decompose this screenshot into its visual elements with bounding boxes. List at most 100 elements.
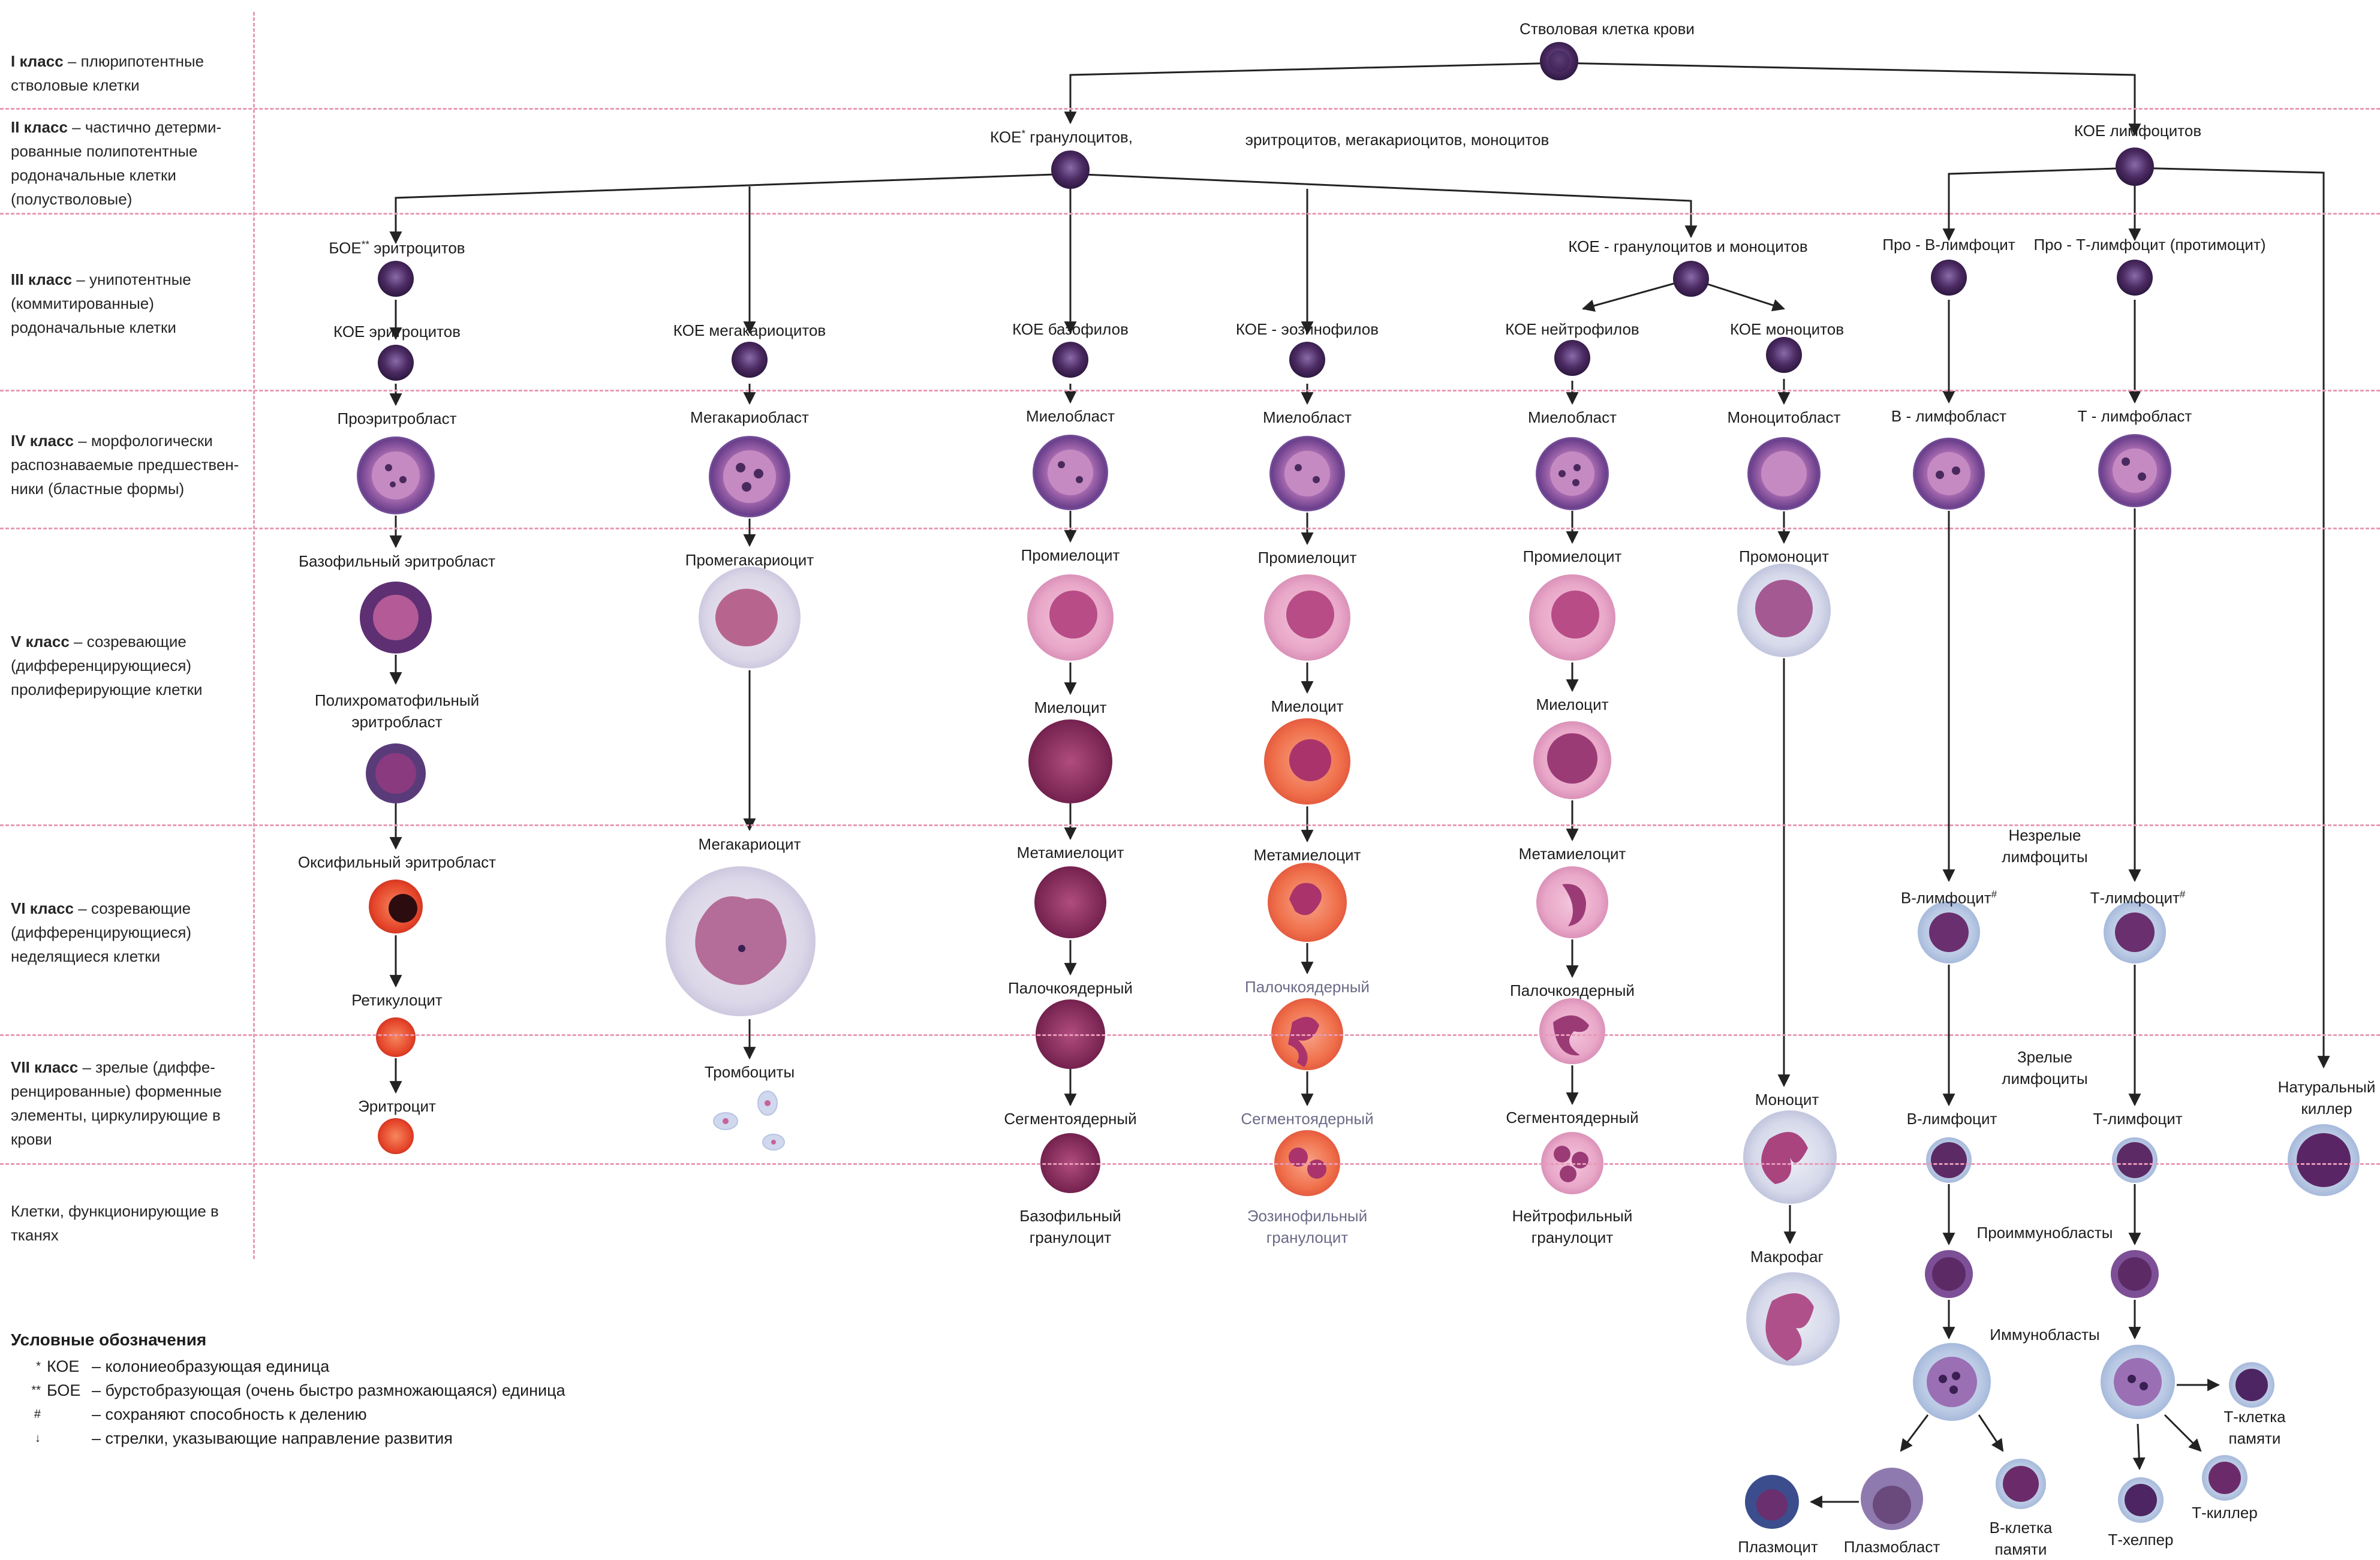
class-5-label: V класс – созревающие (дифференцирующиес… (11, 633, 203, 698)
progenitor-cell (1766, 337, 1802, 373)
boe-erythro-label: БОЕ** эритроцитов (329, 239, 465, 257)
lymphoid-cells (1745, 901, 2360, 1530)
separator-3 (0, 390, 2380, 391)
eos-band-label: Палочкоядерный (1245, 978, 1370, 996)
neut-metamyelocyte-label: Метамиелоцит (1518, 845, 1626, 863)
class-1-label: I класс – плюрипотентные стволовые клетк… (11, 52, 204, 94)
t-lymphoblast-label: Т - лимфобласт (2077, 407, 2192, 425)
separator-1 (0, 108, 2380, 110)
proerythroblast-label: Проэритробласт (337, 409, 457, 427)
eosinophilic-granulocyte-label: Эозинофильный гранулоцит (1247, 1207, 1368, 1246)
column-separator (253, 12, 255, 1259)
basophilic-granulocyte-label: Базофильный гранулоцит (1019, 1207, 1121, 1246)
megakaryoblast-label: Мегакариобласт (690, 408, 809, 426)
legend-row: #– сохраняют способность к делению (34, 1405, 367, 1423)
stem-cell (1540, 42, 1578, 80)
koe-neut-label: КОЕ нейтрофилов (1505, 320, 1639, 338)
pro-b-label: Про - В-лимфоцит (1882, 236, 2015, 254)
legend-row: **БОЕ– бурстобразующая (очень быстро раз… (31, 1381, 565, 1399)
immature-t-label: Т-лимфоцит# (2090, 889, 2186, 907)
progenitor-cell (1931, 260, 1967, 296)
mature-lymph-label: Зрелые лимфоциты (2002, 1048, 2088, 1088)
baso-band-label: Палочкоядерный (1008, 979, 1133, 997)
reticulocyte-label: Ретикулоцит (351, 991, 443, 1009)
macrophage-label: Макрофаг (1750, 1248, 1824, 1266)
koe-erythro-label: КОЕ эритроцитов (333, 323, 461, 341)
progenitor-cell (378, 345, 414, 381)
class-7-label: VII класс – зрелые (диффе-ренцированные)… (11, 1058, 222, 1148)
blast-nuclei (372, 448, 2157, 503)
class-4-label: IV класс – морфологически распознаваемые… (11, 432, 239, 498)
separator-6 (0, 1034, 2380, 1036)
progenitor-cell (1673, 261, 1709, 297)
class-6-label: VI класс – созревающие (дифференцирующие… (11, 899, 192, 965)
eosinophil-cells (1264, 574, 1350, 1196)
immature-lymph-label: Незрелые лимфоциты (2002, 826, 2088, 866)
koe-lymph-label: КОЕ лимфоцитов (2074, 122, 2202, 140)
stem-cell-label: Стволовая клетка крови (1520, 20, 1695, 38)
progenitor-cell (1289, 342, 1325, 378)
separator-4 (0, 528, 2380, 529)
neut-myeloblast-label: Миелобласт (1528, 408, 1617, 426)
promonocyte-label: Промоноцит (1738, 547, 1830, 565)
basophilic-erythroblast-label: Базофильный эритробласт (298, 552, 496, 570)
eos-promyelocyte-label: Промиелоцит (1257, 549, 1357, 567)
megakaryocyte-cells (666, 567, 816, 1151)
progenitor-cell (732, 342, 768, 378)
koe-mono-label: КОЕ моноцитов (1729, 320, 1845, 338)
plasmablast-label: Плазмобласт (1843, 1538, 1940, 1556)
eos-metamyelocyte-label: Метамиелоцит (1253, 846, 1361, 864)
polychromatophilic-erythroblast-label: Полихроматофильный эритробласт (314, 691, 480, 731)
class-3-label: III класс – унипотентные (коммитированны… (11, 270, 191, 336)
proimmunoblasts-label: Проиммунобласты (1976, 1224, 2113, 1242)
baso-myeloblast-label: Миелобласт (1026, 407, 1115, 425)
class-2-label: II класс – частично детерми-рованные пол… (11, 118, 222, 208)
immunoblasts-label: Иммунобласты (1990, 1326, 2100, 1344)
immature-b-label: В-лимфоцит# (1900, 889, 1997, 907)
stage-arrows (389, 300, 2141, 1340)
erythroid-cells (360, 582, 432, 1154)
neutrophilic-granulocyte-label: Нейтрофильный гранулоцит (1512, 1207, 1633, 1246)
mature-t-label: Т-лимфоцит (2093, 1110, 2183, 1128)
progenitor-cell (1554, 340, 1590, 376)
koe-lymph-cell (2116, 147, 2154, 186)
neut-band-label: Палочкоядерный (1510, 981, 1635, 999)
plasmocyte-label: Плазмоцит (1738, 1538, 1818, 1556)
progenitor-cell (378, 261, 414, 297)
b-memory-label: В-клетка памяти (1989, 1519, 2053, 1558)
blast-cells (357, 434, 2171, 517)
separator-2 (0, 213, 2380, 215)
eos-myeloblast-label: Миелобласт (1263, 408, 1352, 426)
t-memory-label: Т-клетка памяти (2223, 1408, 2286, 1447)
progenitor-cells (378, 260, 2153, 381)
koe-mixed-label: КОЕ* гранулоцитов, (990, 128, 1133, 146)
neut-myelocyte-label: Миелоцит (1536, 695, 1609, 713)
branch-arrows (1809, 1378, 2220, 1508)
legend: Условные обозначения *КОЕ– колониеобразу… (11, 1328, 565, 1450)
progenitor-cell (2117, 260, 2153, 296)
koe-mega-label: КОЕ мегакариоцитов (673, 321, 826, 339)
megakaryocyte-label: Мегакариоцит (698, 835, 801, 853)
monocyte-label: Моноцит (1755, 1091, 1819, 1109)
baso-metamyelocyte-label: Метамиелоцит (1016, 844, 1124, 862)
immunoblast-nucleoli (1939, 1372, 2148, 1394)
progenitor-cell (1052, 342, 1088, 378)
t-killer-label: Т-киллер (2192, 1504, 2258, 1522)
promegakaryocyte-label: Промегакариоцит (685, 551, 814, 569)
koe-eos-label: КОЕ - эозинофилов (1235, 320, 1379, 338)
oxyphilic-erythroblast-label: Оксифильный эритробласт (297, 853, 497, 871)
neut-segmented-label: Сегментоядерный (1506, 1109, 1639, 1127)
neut-promyelocyte-label: Промиелоцит (1523, 547, 1622, 565)
monoblast-label: Моноцитобласт (1727, 408, 1841, 426)
eos-myelocyte-label: Миелоцит (1271, 697, 1344, 715)
t-helper-label: Т-хелпер (2108, 1531, 2174, 1549)
legend-row: *КОЕ– колониеобразующая единица (36, 1357, 330, 1375)
koe-mixed-cell (1051, 150, 1090, 189)
mature-b-label: В-лимфоцит (1906, 1110, 1997, 1128)
koe-baso-label: КОЕ базофилов (1012, 320, 1129, 338)
koe-mixed-continued-label: эритроцитов, мегакариоцитов, моноцитов (1245, 131, 1549, 149)
b-lymphoblast-label: В - лимфобласт (1891, 407, 2007, 425)
baso-segmented-label: Сегментоядерный (1004, 1110, 1137, 1128)
separator-5 (0, 824, 2380, 826)
